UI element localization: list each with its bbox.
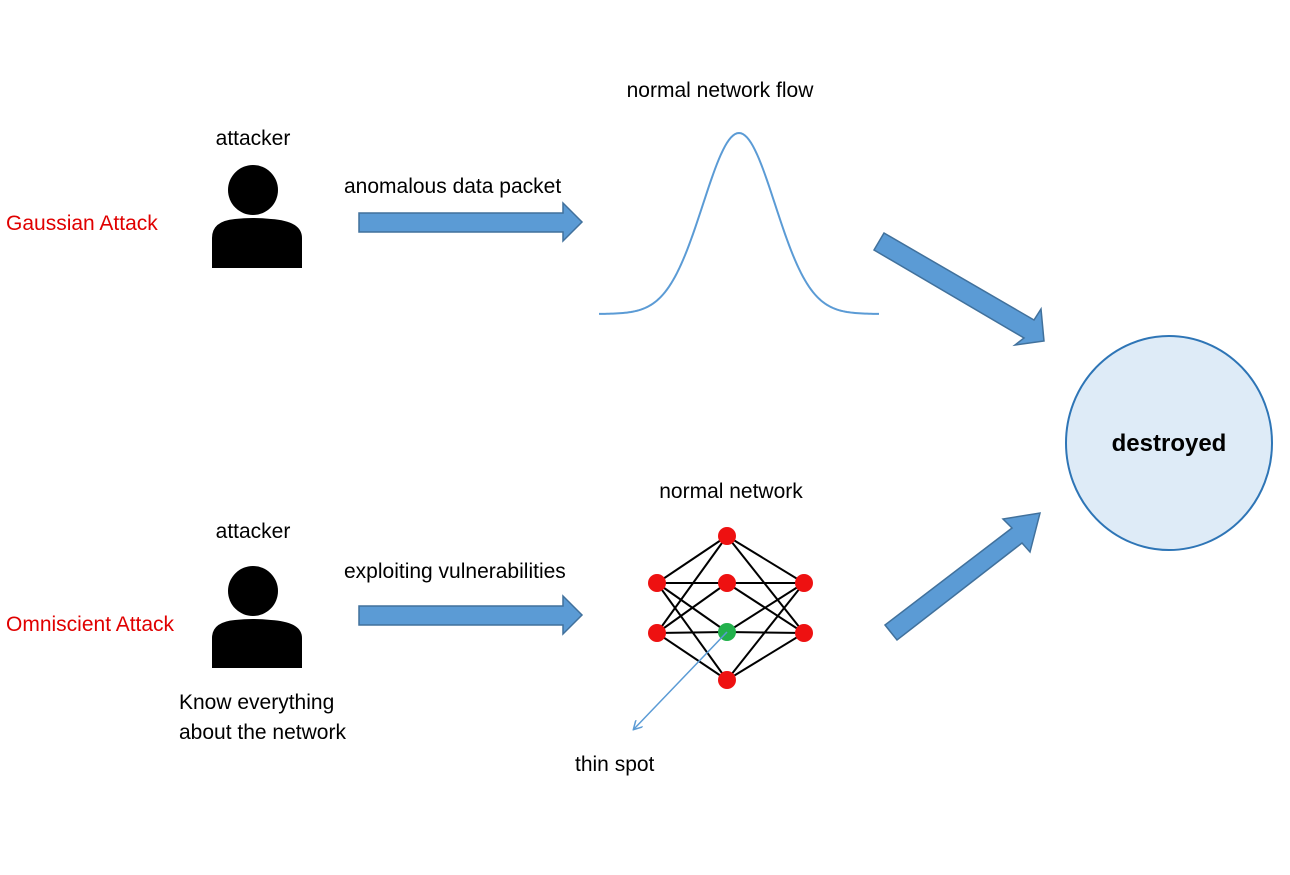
packet-arrow xyxy=(358,201,584,243)
network-to-outcome-arrow xyxy=(883,512,1042,642)
omniscient-attack-label: Omniscient Attack xyxy=(6,613,175,636)
gaussian-attacker-label: attacker xyxy=(216,127,291,150)
network-edge xyxy=(726,535,805,634)
destroyed-label: destroyed xyxy=(1112,430,1227,457)
network-node xyxy=(648,574,666,592)
person-icon xyxy=(212,165,302,268)
network-edge xyxy=(726,582,805,633)
normal-flow-label: normal network flow xyxy=(627,79,815,102)
network-edge xyxy=(656,582,728,634)
network-node xyxy=(795,574,813,592)
person-icon xyxy=(212,566,302,668)
network-edge xyxy=(726,535,805,584)
destroyed-circle xyxy=(1065,335,1273,551)
network-edge xyxy=(656,535,728,634)
network-edge xyxy=(656,632,728,681)
gaussian-attack-label: Gaussian Attack xyxy=(6,212,158,235)
attacker-note-line1: Know everything xyxy=(179,691,334,714)
network-node xyxy=(795,624,813,642)
exploit-arrow xyxy=(358,594,584,636)
thin-spot-label: thin spot xyxy=(575,753,655,776)
network-node xyxy=(718,671,736,689)
network-edge xyxy=(656,535,728,584)
network-edge xyxy=(726,632,805,681)
flow-to-outcome-arrow xyxy=(872,231,1045,347)
omniscient-attacker-label: attacker xyxy=(216,520,291,543)
anomalous-packet-label: anomalous data packet xyxy=(344,175,561,198)
normal-network-label: normal network xyxy=(659,480,803,503)
network-edge xyxy=(726,582,805,681)
network-nodes xyxy=(648,527,813,689)
network-edges xyxy=(656,535,805,681)
attacker-note-line2: about the network xyxy=(179,721,346,744)
gaussian-curve xyxy=(598,131,880,315)
thin-spot-pointer xyxy=(634,631,728,729)
network-edge xyxy=(656,631,728,634)
exploiting-label: exploiting vulnerabilities xyxy=(344,560,566,583)
network-node xyxy=(718,527,736,545)
network-node xyxy=(648,624,666,642)
network-node xyxy=(718,574,736,592)
